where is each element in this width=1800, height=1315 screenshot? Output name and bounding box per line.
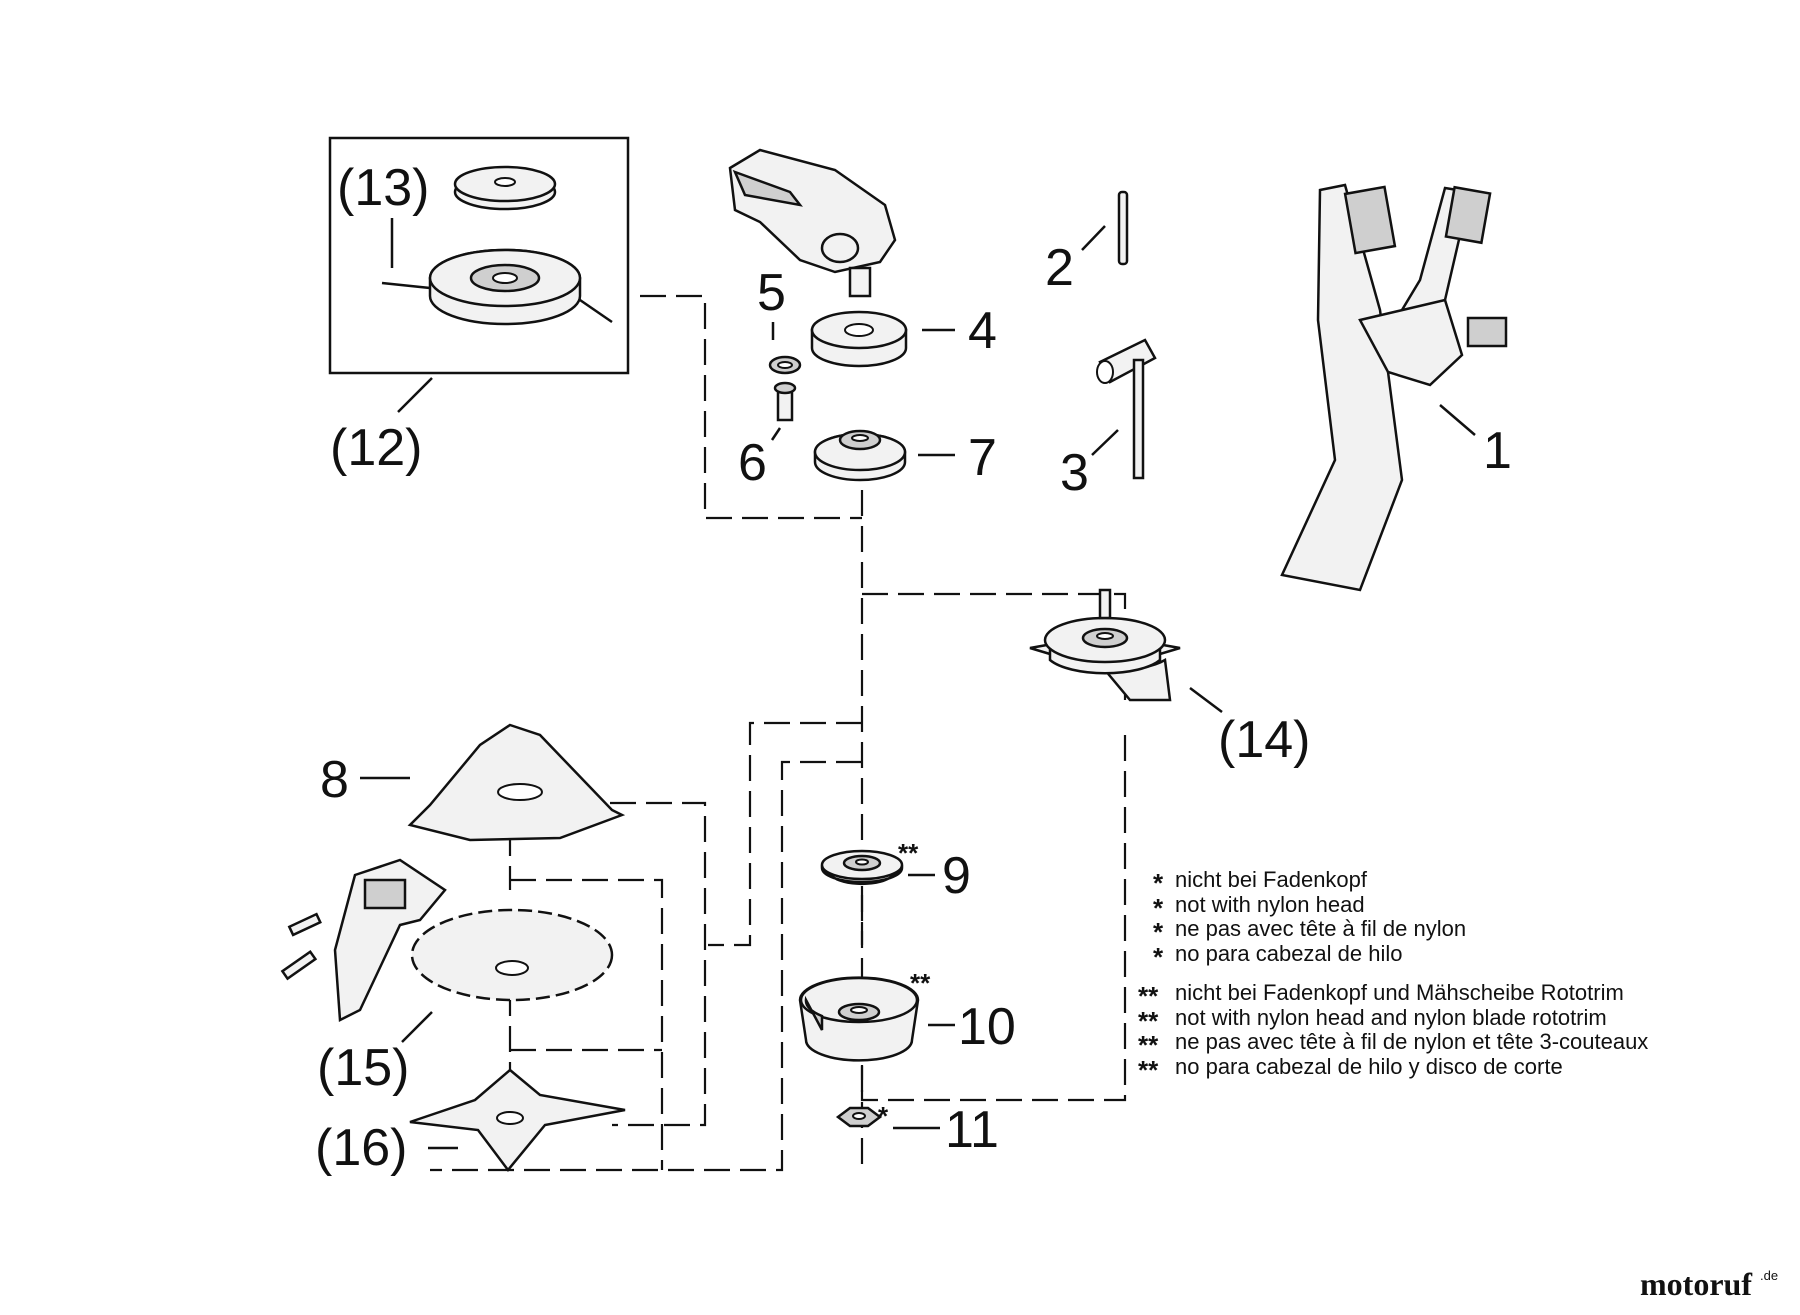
note-single-3: ne pas avec tête à fil de nylon (1175, 916, 1466, 941)
three-tooth-blade (360, 723, 626, 842)
callout-14: (14) (1218, 711, 1310, 769)
note-symbol-double-3: ** (1138, 1030, 1159, 1060)
callout-13: (13) (337, 159, 429, 217)
nylon-head-box (328, 136, 630, 375)
callout-6: 6 (738, 434, 767, 492)
callout-2: 2 (1045, 239, 1074, 297)
callout-3: 3 (1060, 444, 1089, 502)
marker-11: * (878, 1101, 889, 1131)
callout-5: 5 (757, 264, 786, 322)
nylon-head-group (328, 136, 630, 413)
note-symbol-single-3: * (1153, 917, 1164, 947)
guard-cup (798, 976, 955, 1062)
callout-labels: 1 2 3 4 5 6 7 8 9 10 11 (12) (13) (14) (… (315, 159, 1512, 1177)
callout-11: 11 (945, 1101, 999, 1159)
note-symbol-single-4: * (1153, 942, 1164, 972)
double-star-notes: ** nicht bei Fadenkopf und Mähscheibe Ro… (1138, 980, 1648, 1085)
box-wrench (1091, 338, 1157, 480)
lock-washer (768, 355, 802, 375)
nylon-head-spool (381, 248, 613, 326)
callout-7: 7 (968, 429, 997, 487)
note-double-3: ne pas avec tête à fil de nylon et tête … (1175, 1029, 1648, 1054)
note-symbol-double-4: ** (1138, 1055, 1159, 1085)
hex-nut (835, 1106, 940, 1130)
callout-10: 10 (958, 998, 1016, 1056)
thrust-washer (810, 310, 908, 368)
notes-legend: * nicht bei Fadenkopf * not with nylon h… (1138, 867, 1648, 1085)
nylon-head-cover (453, 165, 557, 211)
brand-suffix: .de (1760, 1268, 1778, 1283)
note-double-2: not with nylon head and nylon blade roto… (1175, 1005, 1607, 1030)
marker-9: ** (898, 838, 919, 868)
note-symbol-double-1: ** (1138, 981, 1159, 1011)
note-single-2: not with nylon head (1175, 892, 1365, 917)
callout-9: 9 (942, 847, 971, 905)
screw (773, 381, 797, 422)
note-symbol-single-1: * (1153, 868, 1164, 898)
callout-15: (15) (317, 1039, 409, 1097)
note-symbol-double-2: ** (1138, 1006, 1159, 1036)
brand-name: motoruf (1640, 1266, 1752, 1302)
callout-12: (12) (330, 419, 422, 477)
leader-lines-gear (770, 322, 955, 457)
callout-8: 8 (320, 751, 349, 809)
shoulder-harness (1280, 183, 1508, 592)
nylon-blade-rototrim (1029, 588, 1223, 713)
single-star-notes: * nicht bei Fadenkopf * not with nylon h… (1153, 867, 1466, 972)
four-tooth-blade (409, 1068, 626, 1173)
saw-blade-guard (280, 858, 614, 1043)
callout-16: (16) (315, 1119, 407, 1177)
flange-cup (813, 429, 907, 482)
callout-4: 4 (968, 302, 997, 360)
note-single-1: nicht bei Fadenkopf (1175, 867, 1368, 892)
note-single-4: no para cabezal de hilo (1175, 941, 1403, 966)
star-markers: ** ** * (878, 838, 931, 1131)
note-double-4: no para cabezal de hilo y disco de corte (1175, 1054, 1563, 1079)
marker-10: ** (910, 968, 931, 998)
thrust-sleeve (820, 849, 935, 886)
gear-head (728, 148, 897, 298)
note-symbol-single-2: * (1153, 893, 1164, 923)
callout-1: 1 (1483, 422, 1512, 480)
brand-logo: motoruf .de (1640, 1266, 1778, 1302)
locking-pin (1081, 190, 1129, 266)
note-double-1: nicht bei Fadenkopf und Mähscheibe Rotot… (1175, 980, 1624, 1005)
